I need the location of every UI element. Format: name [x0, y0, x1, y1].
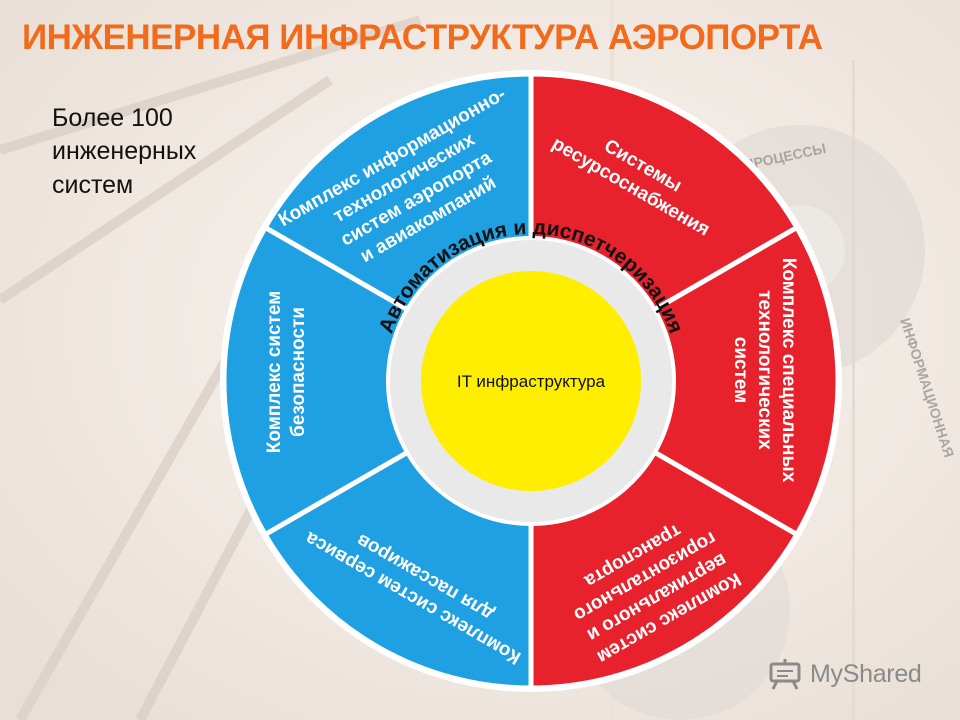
it-core [421, 271, 641, 491]
label-special-tech: Комплекс специальных технологических сис… [730, 258, 799, 483]
logo-text: MyShared [810, 659, 922, 688]
myshared-logo[interactable]: MyShared [768, 656, 922, 692]
page-title: ИНЖЕНЕРНАЯ ИНФРАСТРУКТУРА АЭРОПОРТА [22, 18, 823, 57]
label-security: Комплекс систем безопасности [264, 291, 309, 453]
segment-label-line: технологических [754, 290, 775, 450]
segment-label-line: систем [730, 337, 751, 404]
center-label: IT инфраструктура [457, 372, 606, 391]
subtitle-line: систем [52, 170, 134, 199]
subtitle-line: инженерных [52, 137, 197, 166]
subtitle: Более 100 инженерных систем [52, 102, 252, 202]
segment-special-tech [525, 224, 841, 538]
segment-label-line: Комплекс систем [264, 291, 285, 453]
segment-label-line: Комплекс специальных [778, 258, 799, 483]
segment-label-line: безопасности [288, 307, 309, 437]
presentation-board-icon [769, 659, 801, 690]
segment-security [221, 224, 537, 538]
subtitle-line: Более 100 [52, 104, 173, 132]
